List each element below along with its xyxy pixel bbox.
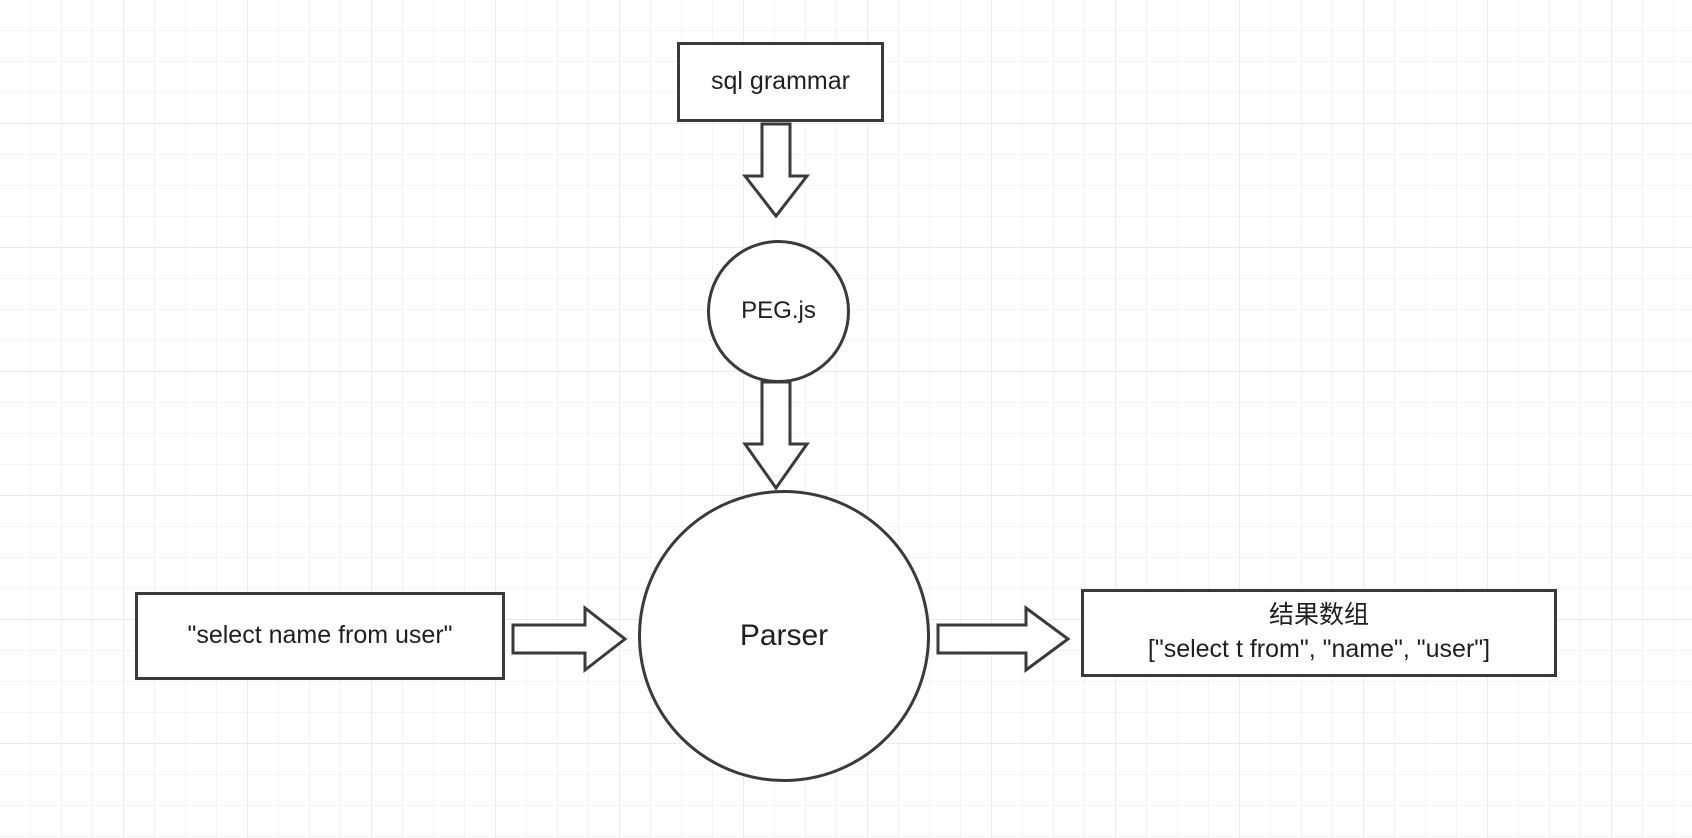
node-parser-label: Parser (739, 618, 829, 652)
arrow-down-icon-pegjs-to-parser (742, 380, 810, 491)
arrow-down-icon-grammar-to-pegjs (741, 122, 811, 219)
node-sql-grammar[interactable]: sql grammar (677, 42, 884, 122)
node-result-array[interactable]: 结果数组 ["select t from", "name", "user"] (1081, 589, 1557, 677)
arrow-right-icon-input-to-parser (511, 604, 628, 674)
node-input-query[interactable]: "select name from user" (135, 592, 505, 680)
arrow-right-icon-parser-to-result (936, 605, 1071, 673)
node-parser[interactable]: Parser (638, 490, 930, 782)
node-pegjs-label: PEG.js (741, 297, 816, 325)
node-sql-grammar-label: sql grammar (711, 67, 850, 96)
node-pegjs[interactable]: PEG.js (707, 240, 850, 383)
node-result-array-label: 结果数组 ["select t from", "name", "user"] (1147, 601, 1491, 663)
node-input-query-label: "select name from user" (187, 621, 453, 650)
